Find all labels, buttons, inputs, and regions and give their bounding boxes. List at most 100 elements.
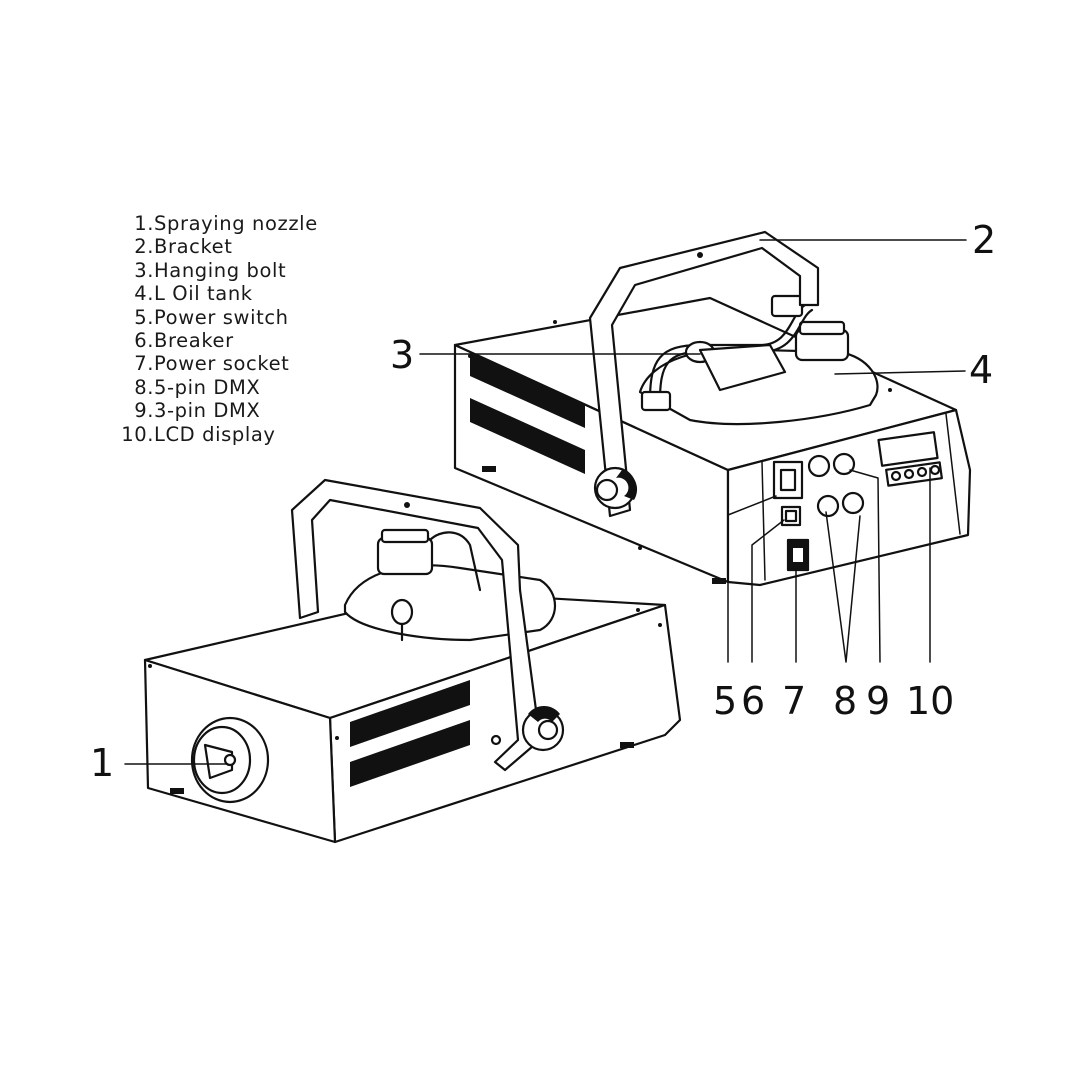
legend-item-2: 2.Bracket [112,235,318,258]
legend-item-9: 9.3-pin DMX [112,399,318,422]
nozzle-outlet [203,743,234,780]
hose [428,531,482,592]
callout-2: 2 [972,218,996,262]
legend-number: 5. [134,305,154,329]
knob-grip [616,470,638,500]
lcd-display [877,431,939,467]
tank-cap-top [380,528,430,544]
bracket-pivot [490,734,502,746]
callout-5: 5 [713,679,737,723]
legend-number: 3. [134,258,154,282]
tank-handle [698,343,787,392]
parts-legend: 1.Spraying nozzle 2.Bracket 3.Hanging bo… [112,212,318,446]
screw-icon [553,320,557,324]
callout-4: 4 [969,348,993,392]
callout-10: 10 [906,679,954,723]
legend-item-3: 3.Hanging bolt [112,259,318,282]
legend-label: Spraying nozzle [154,212,318,235]
leader-line-6 [751,519,785,663]
machine-foot [170,788,184,794]
screw-icon [638,546,642,550]
legend-label: 5-pin DMX [154,375,261,399]
legend-item-1: 1.Spraying nozzle [112,212,318,235]
bracket [290,478,542,772]
leader-line-4 [834,370,966,375]
legend-number: 1. [134,212,154,235]
legend-label: LCD display [154,422,276,446]
leader-line-5 [727,495,777,663]
legend-number: 4. [134,282,154,306]
bracket-hole [697,252,703,258]
bracket-hole [404,502,410,508]
lcd-button [890,470,902,482]
tank-cap-top [798,320,846,336]
legend-label: Hanging bolt [154,258,287,282]
legend-label: Breaker [154,329,234,353]
screw-icon [335,736,339,740]
legend-label: Bracket [154,235,233,259]
machine-foot [712,578,726,584]
legend-number: 7. [134,352,154,376]
hose-connector [640,390,672,412]
lcd-button [903,468,915,480]
lcd-button [916,466,928,478]
xlr-connector-icon [807,454,831,478]
legend-label: 3-pin DMX [154,399,261,423]
legend-number: 9. [134,399,154,423]
callout-8: 8 [833,679,857,723]
lcd-button [929,464,941,476]
legend-number: 2. [134,235,154,259]
callout-1: 1 [90,741,114,785]
vent-grille [350,720,470,787]
spraying-nozzle [190,716,270,804]
xlr-connector-icon [832,452,856,476]
screw-icon [658,623,662,627]
callout-9: 9 [866,679,890,723]
leader-line-9 [849,469,881,663]
vent-grille [470,352,585,428]
machine-foot [482,466,496,472]
legend-item-4: 4.L Oil tank [112,282,318,305]
screw-icon [636,608,640,612]
leader-lines [124,239,967,765]
power-socket-pins [793,548,803,562]
xlr-connector-icon [816,494,840,518]
knob-grip [528,706,560,722]
legend-item-7: 7.Power socket [112,352,318,375]
bracket-knob-center [595,478,619,502]
callout-7: 7 [782,679,806,723]
legend-item-6: 6.Breaker [112,329,318,352]
oil-tank [638,348,879,426]
legend-item-10: 10.LCD display [112,423,318,446]
rear-machine-vents [470,352,585,474]
callout-6: 6 [741,679,765,723]
legend-item-8: 8.5-pin DMX [112,376,318,399]
xlr-connector-icon [841,491,865,515]
front-view-machine [143,478,682,844]
rear-view-machine [453,230,972,587]
rear-panel-edge [761,461,766,581]
bracket-knob-center [537,719,559,741]
vent-grille [470,398,585,474]
nozzle-tip [223,753,237,767]
front-machine-vents [350,680,470,787]
rear-panel-edge [945,413,961,535]
leader-line-8 [825,511,861,663]
screw-icon [148,664,152,668]
callout-numbers: 1 2 3 4 5 6 7 8 9 10 [90,218,996,785]
vent-grille [350,680,470,747]
legend-number: 6. [134,329,154,353]
legend-label: L Oil tank [154,282,253,306]
legend-label: Power switch [154,305,289,329]
machine-foot [620,742,634,748]
screw-icon [888,388,892,392]
callout-3: 3 [390,333,414,377]
breaker-button [784,509,798,523]
legend-number: 10. [121,422,154,446]
tank-cap [376,536,434,576]
legend-label: Power socket [154,352,290,376]
hanging-bolt [390,598,414,626]
legend-number: 8. [134,375,154,399]
